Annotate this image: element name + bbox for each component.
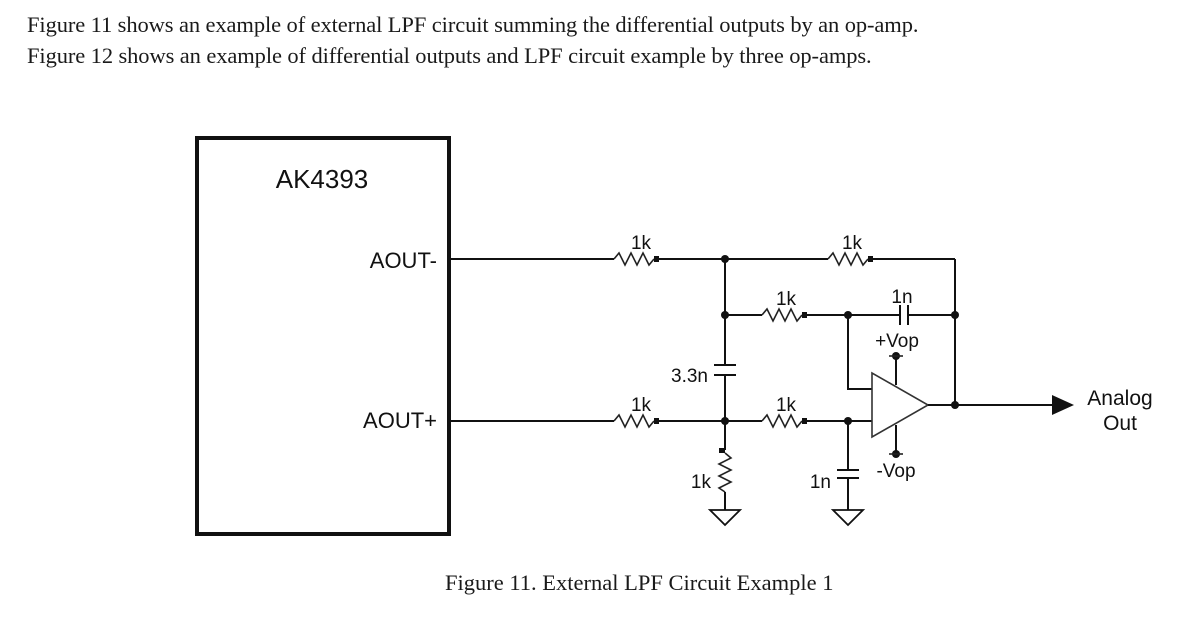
resistor-pin-marker — [802, 312, 807, 318]
op-amp-triangle — [871, 371, 930, 439]
output-arrow-icon — [1052, 395, 1074, 415]
pin-aout-plus-label: AOUT+ — [363, 408, 437, 433]
intro-line-2: Figure 12 shows an example of differenti… — [27, 43, 872, 68]
junction-dot — [951, 401, 959, 409]
resistor-pin-marker — [868, 256, 873, 262]
chip-label: AK4393 — [276, 164, 369, 194]
feedback-resistor-net: 1k — [725, 233, 956, 405]
resistor-r-in-plus-label: 1k — [631, 395, 652, 416]
ground-icon — [707, 509, 743, 527]
figure-caption: Figure 11. External LPF Circuit Example … — [445, 570, 834, 595]
ground-resistor-leg: 1k — [691, 421, 743, 527]
output-label-line-1: Analog — [1087, 387, 1152, 410]
resistor-r-in-plus-symbol — [613, 413, 655, 429]
resistor-r-mid-bottom-label: 1k — [776, 395, 797, 416]
aout-plus-net: 1k — [451, 395, 725, 429]
op-amp: +Vop -Vop — [871, 331, 930, 482]
chip-body — [195, 136, 451, 536]
pin-aout-minus-label: AOUT- — [370, 248, 437, 273]
capacitor-c-feedback-label: 1n — [891, 287, 912, 308]
output-net: Analog Out — [928, 387, 1153, 435]
non-inverting-input-net: 1k 1n — [725, 395, 882, 527]
aout-minus-net: 1k — [451, 233, 725, 267]
resistor-r-feedback-symbol — [827, 251, 869, 267]
resistor-r-feedback-label: 1k — [842, 233, 863, 254]
output-label-line-2: Out — [1103, 412, 1137, 435]
capacitor-c-ground-label: 1n — [810, 472, 831, 493]
resistor-pin-marker — [654, 256, 659, 262]
intro-line-1: Figure 11 shows an example of external L… — [27, 12, 919, 37]
junction-dot — [951, 311, 959, 319]
inverting-input-net: 1k 1n — [725, 287, 959, 390]
resistor-r-in-minus-symbol — [613, 251, 655, 267]
ground-icon — [830, 509, 866, 527]
resistor-pin-marker — [719, 448, 725, 453]
resistor-r-in-minus-label: 1k — [631, 233, 652, 254]
resistor-pin-marker — [654, 418, 659, 424]
capacitor-c-diff-label: 3.3n — [671, 366, 708, 387]
node-column-left: 3.3n — [671, 255, 736, 425]
chip-ak4393: AK4393 AOUT- AOUT+ — [195, 136, 451, 536]
resistor-r-mid-top-label: 1k — [776, 289, 797, 310]
resistor-r-mid-bottom-symbol — [761, 413, 803, 429]
intro-text: Figure 11 shows an example of external L… — [27, 9, 918, 71]
resistor-r-mid-top-symbol — [761, 307, 803, 323]
negative-supply-label: -Vop — [876, 461, 915, 482]
resistor-r-ground-label: 1k — [691, 472, 712, 493]
resistor-r-ground-symbol — [717, 452, 733, 493]
resistor-pin-marker — [802, 418, 807, 424]
positive-supply-label: +Vop — [875, 331, 919, 352]
